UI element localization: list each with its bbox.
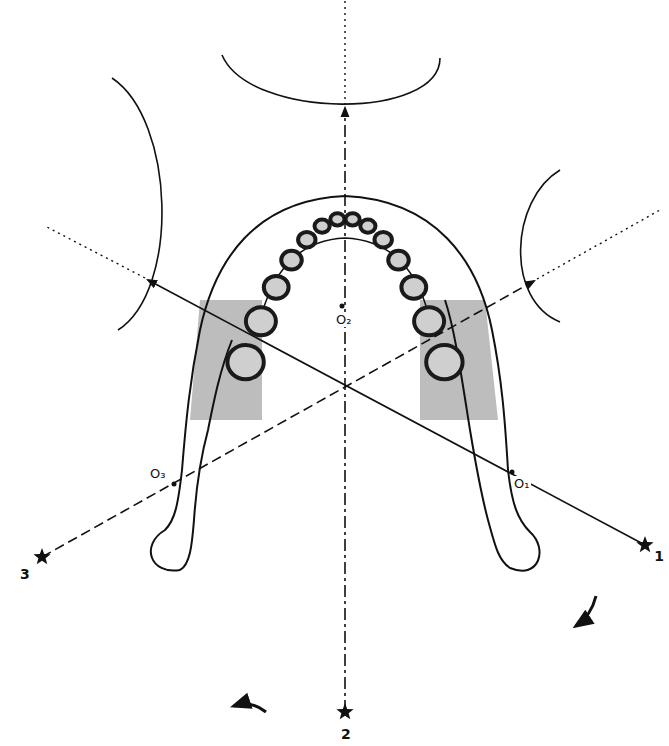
tooth (298, 232, 315, 247)
film-arc (112, 78, 162, 330)
rotation-center (510, 470, 515, 475)
rotation-arrow (576, 596, 596, 626)
beam-2-extension (344, 0, 345, 105)
beam-3-extension (537, 210, 660, 279)
tooth (346, 213, 360, 225)
rotation-center-label: O₂ (334, 312, 353, 327)
tooth (264, 276, 289, 299)
x-ray-source (636, 536, 653, 552)
lingual-outline (258, 238, 430, 330)
ramus-inner (180, 340, 232, 570)
tooth (281, 251, 302, 270)
x-ray-source (336, 703, 353, 719)
tooth (246, 307, 276, 335)
tooth (315, 220, 330, 233)
tooth (227, 345, 263, 379)
beam-number: 2 (339, 726, 353, 742)
tooth (414, 307, 444, 335)
film-arc (222, 55, 440, 104)
rotation-center (172, 482, 177, 487)
beam-number: 3 (18, 566, 32, 582)
tooth (388, 251, 409, 270)
x-ray-source (33, 548, 50, 564)
tooth (426, 345, 462, 379)
tooth (330, 213, 344, 225)
beam-2 (344, 108, 346, 712)
tooth (360, 220, 375, 233)
film-arc (521, 170, 560, 322)
rotation-center-label: O₃ (148, 466, 167, 481)
beam-1-extension (45, 226, 145, 278)
tooth (375, 232, 392, 247)
rotation-center-label: O₁ (512, 476, 531, 491)
rotation-arrow (234, 704, 266, 712)
source-stars (33, 536, 653, 719)
tooth (401, 276, 426, 299)
rotation-center (340, 304, 345, 309)
beam-3 (42, 281, 534, 557)
beam-1 (148, 280, 645, 545)
beam-number: 1 (652, 548, 666, 564)
